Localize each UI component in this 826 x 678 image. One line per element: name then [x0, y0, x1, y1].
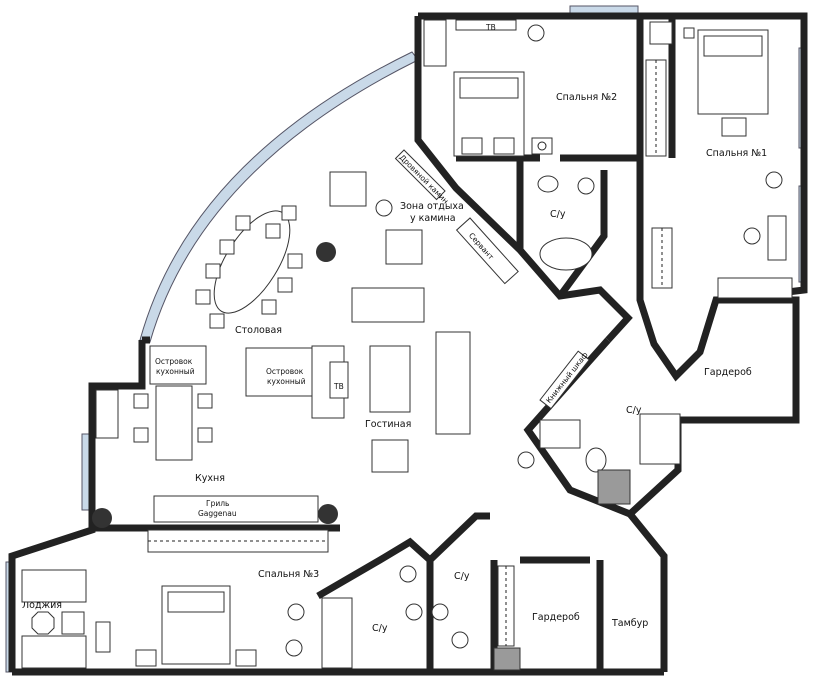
bookcase-label: Книжный шкаф: [544, 350, 589, 405]
bedroom2-furniture: ТВ: [423, 19, 673, 157]
tv-label-top: ТВ: [485, 23, 496, 32]
column-kitchen-right: [318, 504, 338, 524]
island-left-label-2: кухонный: [156, 367, 195, 376]
room-vestibule-label: Тамбур: [611, 618, 648, 629]
room-wardrobe-a-label: Гардероб: [704, 367, 752, 378]
gaggenau-label: Gaggenau: [198, 509, 237, 518]
firewood-label: Дровяной камин: [398, 153, 451, 206]
wardrobe-strips: [147, 59, 673, 647]
bedroom1-furniture: [683, 27, 793, 299]
living-furniture: [245, 287, 471, 435]
bath-a-fixtures: [537, 175, 595, 271]
room-fireplace-zone-label-2: у камина: [410, 213, 456, 224]
kitchen-furniture: [95, 345, 319, 523]
loggia-furniture: [21, 569, 87, 669]
walls: [8, 12, 808, 676]
room-living-label: Гостиная: [365, 419, 411, 430]
column: [316, 242, 336, 262]
island-label-1: Островок: [266, 367, 304, 376]
armchairs: [329, 171, 423, 473]
fan-icon: [375, 199, 393, 217]
column-kitchen-left: [92, 508, 112, 528]
room-loggia-label: Лоджия: [22, 600, 62, 611]
bookcase: Книжный шкаф: [539, 350, 590, 410]
dining-table: [195, 205, 303, 329]
room-wardrobe-b-label: Гардероб: [532, 612, 580, 623]
room-dining-label: Столовая: [235, 325, 282, 336]
room-bath-c-label: С/у: [454, 571, 470, 582]
room-bath-d-label: С/у: [372, 623, 388, 634]
window-top: [569, 5, 639, 14]
tv-label-living: ТВ: [333, 382, 344, 391]
sideboard: Сервант: [455, 217, 519, 285]
island-left-label-1: Островок: [155, 357, 193, 366]
firewood-fireplace: Дровяной камин: [394, 149, 451, 206]
room-bedroom1-label: Спальня №1: [706, 148, 767, 159]
room-bath-a-label: С/у: [550, 209, 566, 220]
bath-cd-fixtures: [321, 565, 521, 671]
room-fireplace-zone-label-1: Зона отдыха: [400, 201, 464, 212]
room-bedroom2-label: Спальня №2: [556, 92, 617, 103]
room-bedroom3-label: Спальня №3: [258, 569, 319, 580]
room-bath-b-label: С/у: [626, 405, 642, 416]
grill-label: Гриль: [206, 499, 229, 508]
room-kitchen-label: Кухня: [195, 473, 225, 484]
island-label-2: кухонный: [267, 377, 306, 386]
bath-b-fixtures: [517, 413, 681, 505]
bedroom3-furniture: [95, 585, 305, 667]
window-kitchen: [81, 433, 90, 511]
